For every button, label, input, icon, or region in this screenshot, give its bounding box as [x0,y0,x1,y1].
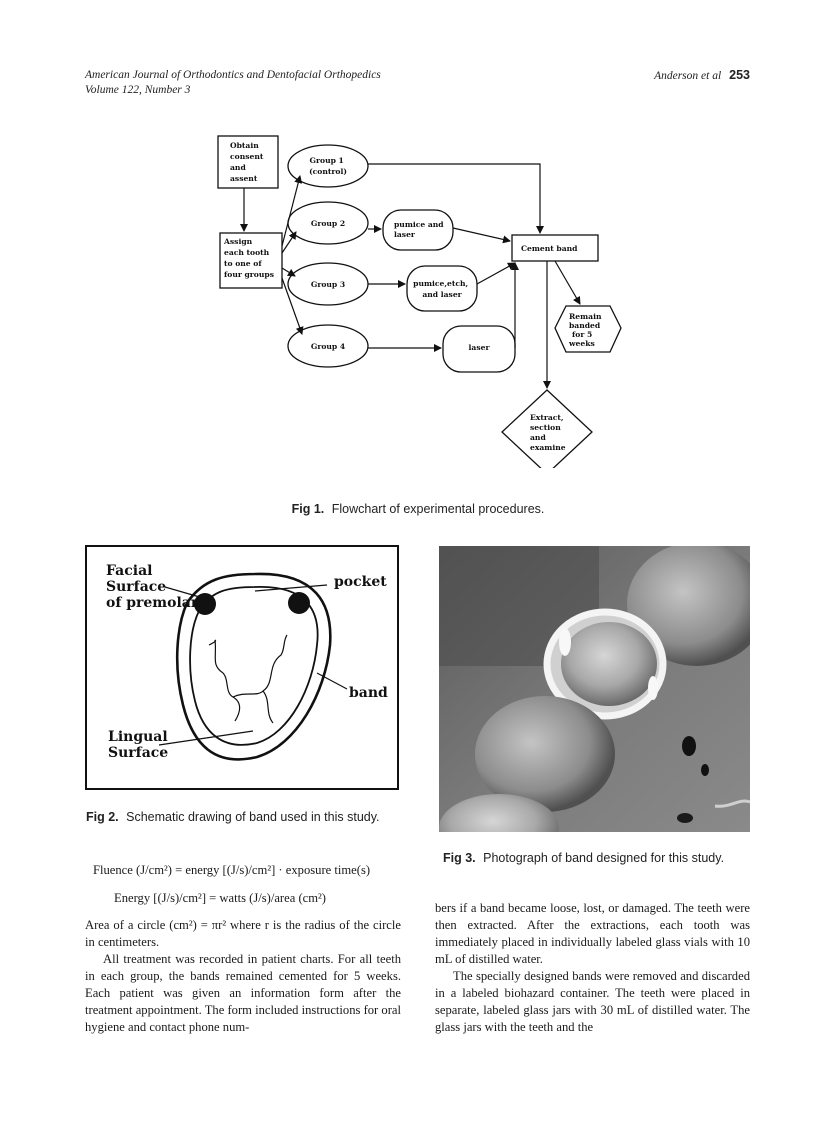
fig2-caption: Fig 2. Schematic drawing of band used in… [86,810,380,824]
right-paragraph-1: bers if a band became loose, lost, or da… [435,901,750,966]
pumice-etch-laser-label: pumice,etch, and laser [413,279,471,299]
running-header-right: Anderson et al 253 [654,68,750,84]
cement-band-label: Cement band [521,244,578,253]
consent-label: Obtain consent and assent [230,141,266,183]
group2-label: Group 2 [311,219,345,228]
remain-label: Remain banded for 5 weeks [568,312,604,348]
tooth-lower-left [475,696,615,812]
fig2-caption-text: Schematic drawing of band used in this s… [126,810,380,824]
right-paragraph-2: The specially designed bands were remove… [435,969,750,1034]
extract-label: Extract, section and examine [530,413,566,452]
tooth-bottom [439,794,559,832]
equation-energy: Energy [(J/s)/cm²] = watts (J/s)/area (c… [114,891,327,905]
group3-label: Group 3 [311,280,345,289]
fig1-caption: Fig 1. Flowchart of experimental procedu… [0,502,836,516]
fig1-caption-text: Flowchart of experimental procedures. [331,502,545,516]
group1-node [287,144,369,188]
fig3-caption: Fig 3. Photograph of band designed for t… [443,851,724,865]
equation-area: Area of a circle (cm²) = πr² where r is … [85,917,401,951]
journal-title: American Journal of Orthodontics and Den… [85,69,381,81]
laser-node [442,325,516,373]
group4-node [287,324,369,368]
group4-label: Group 4 [311,342,345,351]
consent-box [217,135,279,189]
pumice-laser-label: pumice and laser [394,220,446,239]
pumice-etch-laser-node [406,265,478,312]
author-names: Anderson et al [654,70,722,82]
pocket-label: pocket [334,574,387,590]
extract-diamond [501,389,593,468]
remain-hexagon [554,305,622,353]
left-column-text: All treatment was recorded in patient ch… [85,951,401,1036]
band-label: band [349,685,388,701]
fig2-caption-label: Fig 2. [86,810,119,824]
fig3-caption-text: Photograph of band designed for this stu… [483,851,725,865]
facial-surface-label: Facial Surface of premolar [106,563,199,611]
assign-box [219,232,283,289]
lingual-surface-label: Lingual Surface [108,729,173,761]
laser-label: laser [469,343,491,352]
fig3-caption-label: Fig 3. [443,851,476,865]
pocket-left [194,593,216,615]
fig2-schematic: Facial Surface of premolar pocket band L… [85,545,399,790]
equation-fluence: Fluence (J/cm²) = energy [(J/s)/cm²] · e… [93,863,371,877]
running-header-left: American Journal of Orthodontics and Den… [85,68,381,98]
pocket-right [288,592,310,614]
page-number: 253 [729,68,750,82]
assign-label: Assign each tooth to one of four groups [223,237,274,279]
journal-volume: Volume 122, Number 3 [85,84,191,96]
equation-area-text: Area of a circle (cm²) = πr² where r is … [85,918,401,949]
right-column-text: bers if a band became loose, lost, or da… [435,900,750,1036]
fig3-photograph [439,546,750,832]
left-paragraph-1: All treatment was recorded in patient ch… [85,952,401,1034]
fig1-flowchart: Obtain consent and assent Assign each to… [217,135,622,468]
pumice-laser-node [382,209,454,251]
fig1-caption-label: Fig 1. [291,502,325,516]
group1-label: Group 1 (control) [309,156,347,176]
